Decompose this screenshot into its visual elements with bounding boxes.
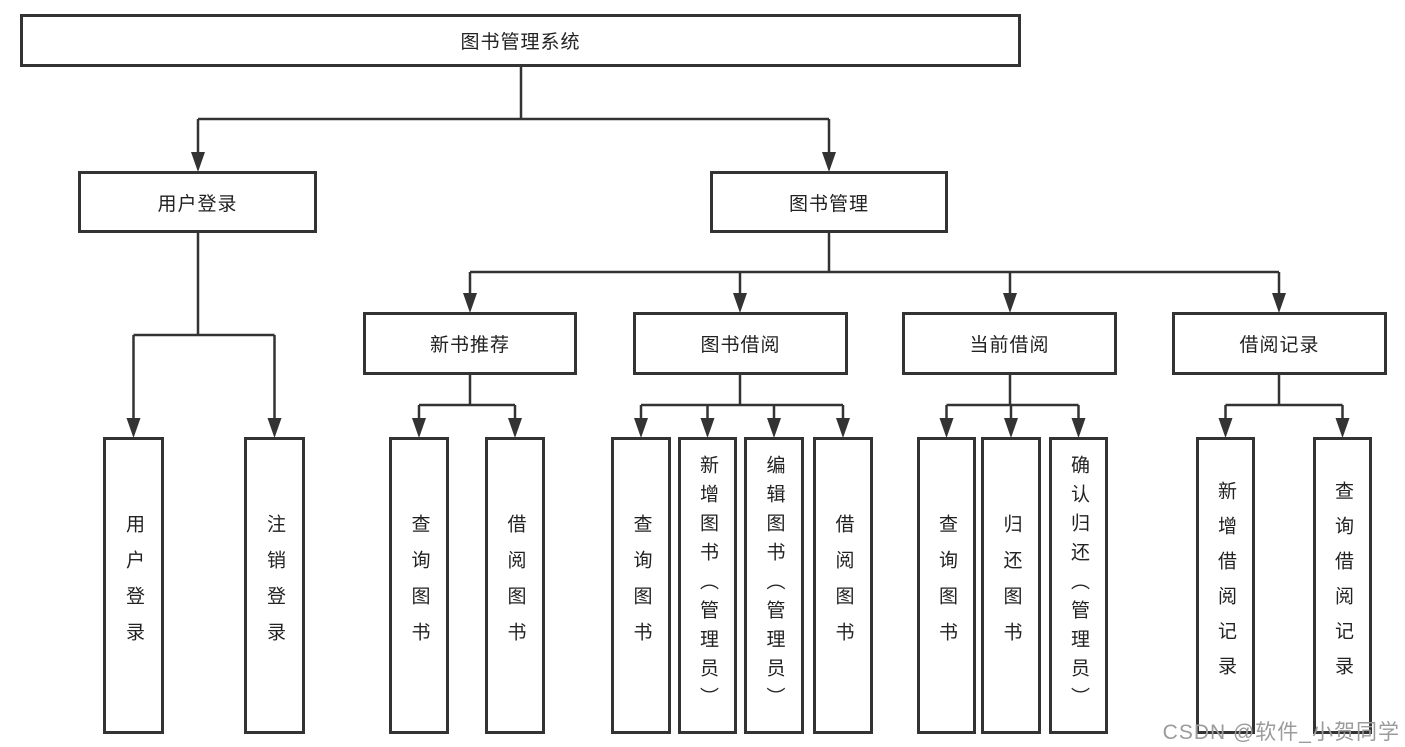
node-label: 新增图书（管理员）	[697, 455, 718, 716]
node-borrow-books-recommend: 借阅图书	[485, 437, 545, 734]
node-borrow-records: 借阅记录	[1172, 312, 1387, 375]
node-label: 编辑图书（管理员）	[763, 455, 785, 716]
node-add-books-admin: 新增图书（管理员）	[678, 437, 737, 734]
csdn-watermark: CSDN @软件_小贺同学	[1162, 721, 1400, 744]
node-query-borrow-record: 查询借阅记录	[1313, 437, 1372, 734]
node-label: 图书管理系统	[460, 32, 581, 53]
node-label: 查询图书	[630, 513, 652, 658]
node-return-books: 归还图书	[981, 437, 1041, 734]
node-add-borrow-record: 新增借阅记录	[1196, 437, 1255, 734]
node-label: 确认归还（管理员）	[1068, 455, 1089, 716]
node-user-login-leaf: 用户登录	[103, 437, 164, 734]
node-label: 借阅记录	[1239, 335, 1320, 356]
node-query-books-borrow: 查询图书	[611, 437, 671, 734]
node-borrow-books: 借阅图书	[813, 437, 873, 734]
node-library-management-system: 图书管理系统	[20, 14, 1021, 67]
node-label: 注销登录	[264, 513, 285, 658]
node-label: 借阅图书	[832, 513, 854, 658]
node-logout-login: 注销登录	[244, 437, 305, 734]
node-label: 新书推荐	[429, 335, 510, 356]
node-label: 归还图书	[1000, 513, 1022, 658]
node-label: 当前借阅	[969, 335, 1050, 356]
node-label: 图书管理	[788, 193, 869, 215]
node-edit-books-admin: 编辑图书（管理员）	[744, 437, 804, 734]
node-user-login: 用户登录	[78, 171, 317, 233]
node-current-borrow: 当前借阅	[902, 312, 1117, 375]
node-new-book-recommend: 新书推荐	[363, 312, 577, 375]
node-book-management: 图书管理	[710, 171, 948, 233]
node-label: 图书借阅	[700, 335, 781, 356]
node-query-books-current: 查询图书	[917, 437, 976, 734]
node-label: 查询借阅记录	[1332, 480, 1353, 691]
node-label: 用户登录	[157, 193, 238, 215]
node-label: 新增借阅记录	[1215, 480, 1236, 691]
node-label: 借阅图书	[504, 513, 526, 658]
node-label: 用户登录	[123, 513, 144, 658]
node-confirm-return-admin: 确认归还（管理员）	[1049, 437, 1108, 734]
node-label: 查询图书	[408, 513, 430, 658]
node-label: 查询图书	[936, 513, 957, 658]
node-book-borrow: 图书借阅	[633, 312, 848, 375]
node-query-books-recommend: 查询图书	[389, 437, 449, 734]
